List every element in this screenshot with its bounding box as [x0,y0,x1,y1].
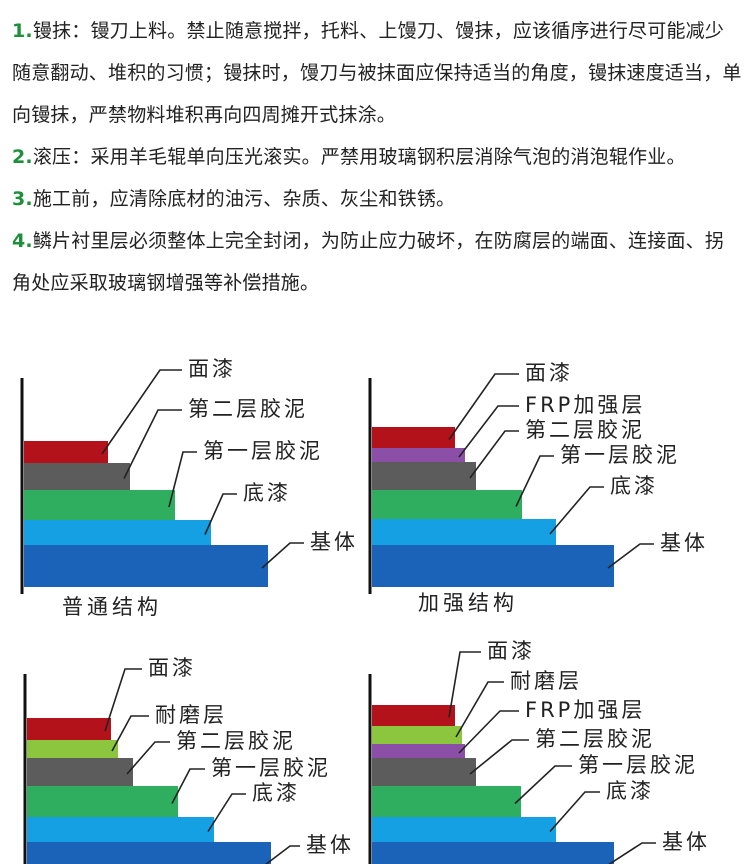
layer-bar-first [24,490,175,520]
layer-bar-second [24,463,130,490]
leader-line-first [514,765,572,805]
layer-label-second: 第二层胶泥 [535,727,655,751]
layer-bar-second [372,758,476,786]
layer-label-primer: 底漆 [243,481,291,505]
layer-bar-base [27,842,271,864]
leader-line-primer [204,493,237,535]
layer-bar-second [27,758,133,786]
layer-label-face: 面漆 [148,656,196,680]
paragraph-number: 3. [12,188,33,210]
layer-label-first: 第一层胶泥 [560,443,680,467]
layer-bar-face [372,427,455,448]
layer-label-base: 基体 [306,833,354,857]
layer-bar-resist [27,740,118,758]
layer-bar-base [372,545,614,587]
paragraph-text: 施工前，应清除底材的油污、杂质、灰尘和铁锈。 [32,188,456,210]
layer-bar-frp [372,744,465,758]
leader-line-second [123,409,182,479]
layer-bar-primer [372,519,556,545]
layer-bar-base [372,842,614,864]
layer-label-primer: 底漆 [606,779,654,803]
leader-line-first [171,768,205,804]
layer-label-primer: 底漆 [610,474,658,498]
layer-bar-face [24,441,108,463]
layer-label-second: 第二层胶泥 [525,418,645,442]
layer-label-face: 面漆 [487,639,535,663]
leader-line-face [448,373,519,440]
paragraph-text: 滚压：采用羊毛辊单向压光滚实。严禁用玻璃钢积层消除气泡的消泡辊作业。 [32,146,686,168]
leader-line-first [515,455,554,507]
paragraph-number: 1. [12,20,33,42]
layer-label-frp: FRP加强层 [525,393,645,417]
leader-line-second [469,739,529,775]
leader-line-base [261,542,304,569]
layer-bar-resist [372,726,462,744]
leader-line-frp [458,710,519,754]
leader-line-face [101,369,182,455]
layer-label-face: 面漆 [525,361,573,385]
leader-line-second [469,430,519,479]
paragraph-text: 镘抹：镘刀上料。禁止随意搅拌，托料、上馒刀、馒抹，应该循序进行尽可能减少随意翻动… [12,20,742,126]
paragraph-number: 4. [12,230,33,252]
layer-bar-second [372,462,476,490]
paragraph-2: 2.滚压：采用羊毛辊单向压光滚实。严禁用玻璃钢积层消除气泡的消泡辊作业。 [12,136,742,178]
leader-line-primer [549,486,604,535]
leader-line-base [608,842,656,864]
layer-label-resist: 耐磨层 [510,669,582,693]
paragraph-number: 2. [12,146,33,168]
leader-line-face [448,651,481,718]
layer-label-face: 面漆 [188,357,236,381]
paragraph-1: 1.镘抹：镘刀上料。禁止随意搅拌，托料、上馒刀、馒抹，应该循序进行尽可能减少随意… [12,10,742,136]
paragraph-4: 4.鳞片衬里层必须整体上完全封闭，为防止应力破坏，在防腐层的端面、连接面、拐角处… [12,220,742,304]
layer-bar-base [24,545,268,587]
leader-line-frp [458,405,519,458]
diagram-caption: 加强结构 [418,591,518,615]
layer-bar-primer [27,817,214,842]
layer-bar-face [372,705,455,726]
layer-label-primer: 底漆 [252,781,300,805]
layer-bar-primer [372,817,556,842]
layer-label-base: 基体 [660,531,708,555]
instructions-text: 1.镘抹：镘刀上料。禁止随意搅拌，托料、上馒刀、馒抹，应该循序进行尽可能减少随意… [12,10,742,304]
layer-bar-first [372,490,522,519]
layer-label-base: 基体 [310,530,358,554]
leader-line-face [104,668,142,732]
layer-label-first: 第一层胶泥 [211,756,331,780]
leader-line-primer [549,791,600,833]
layer-label-first: 第一层胶泥 [203,439,323,463]
diagram-caption: 普通结构 [62,595,162,619]
layer-label-second: 第二层胶泥 [176,729,296,753]
paragraph-3: 3.施工前，应清除底材的油污、杂质、灰尘和铁锈。 [12,178,742,220]
layer-bar-face [27,718,111,740]
layer-bar-first [27,786,178,817]
layer-label-second: 第二层胶泥 [188,397,308,421]
layer-label-resist: 耐磨层 [155,703,227,727]
leader-line-second [126,741,170,775]
leader-line-first [168,451,197,508]
leader-line-resist [111,715,149,752]
leader-line-base [607,543,654,569]
paragraph-text: 鳞片衬里层必须整体上完全封闭，为防止应力破坏，在防腐层的端面、连接面、拐角处应采… [12,230,725,294]
layer-bar-first [372,786,521,817]
layer-bar-primer [24,520,211,545]
leader-line-primer [207,793,246,832]
leader-line-base [264,845,300,864]
layer-label-base: 基体 [662,830,710,854]
leader-line-resist [455,681,504,738]
layer-label-first: 第一层胶泥 [578,753,698,777]
layer-label-frp: FRP加强层 [525,698,645,722]
layer-bar-frp [372,448,465,462]
